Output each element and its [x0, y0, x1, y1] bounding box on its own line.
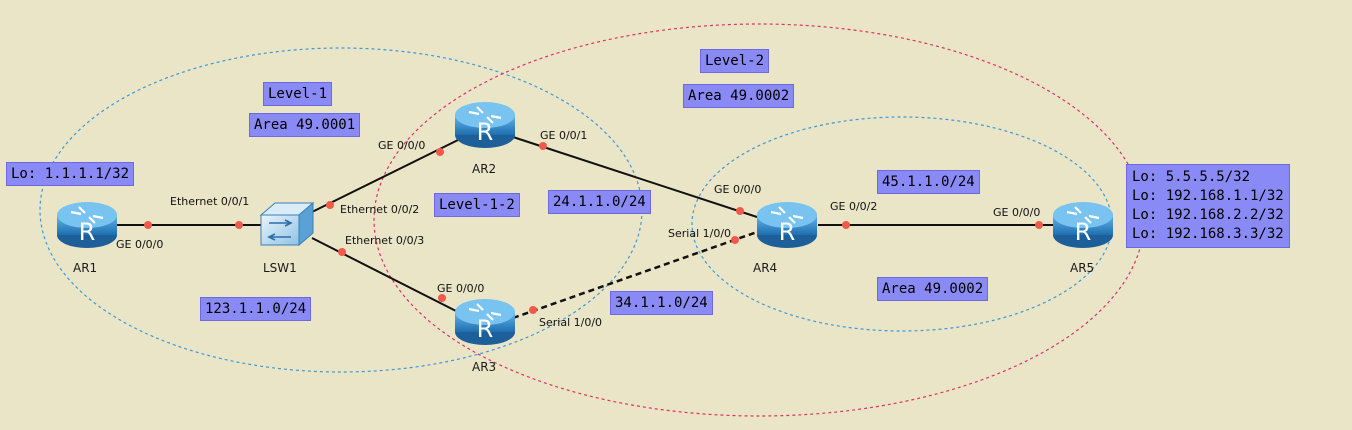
- port-dots: [144, 142, 1043, 314]
- port-dot: [736, 207, 744, 215]
- ar2-router-icon[interactable]: [453, 100, 517, 150]
- net-24-label: 24.1.1.0/24: [548, 190, 651, 214]
- area1-label: Area 49.0001: [249, 113, 361, 137]
- lsw1-eth003-label: Ethernet 0/0/3: [345, 234, 424, 247]
- net-34-label: 34.1.1.0/24: [610, 291, 713, 315]
- area2-top-label: Area 49.0002: [683, 84, 795, 108]
- ar5-ge000-label: GE 0/0/0: [993, 206, 1040, 219]
- port-dot: [235, 221, 243, 229]
- port-dot: [438, 294, 446, 302]
- ar1-loopback-label: Lo: 1.1.1.1/32: [6, 162, 135, 186]
- port-dot: [338, 248, 346, 256]
- port-dot: [842, 221, 850, 229]
- level12-label: Level-1-2: [434, 193, 520, 217]
- ar5-loopback-item: Lo: 5.5.5.5/32: [1132, 169, 1251, 185]
- port-dot: [1035, 221, 1043, 229]
- lsw1-eth001-label: Ethernet 0/0/1: [170, 195, 249, 208]
- port-dot: [144, 221, 152, 229]
- ar5-loopback-item: Lo: 192.168.3.3/32: [1132, 226, 1284, 242]
- ar1-label: AR1: [73, 261, 97, 275]
- ar4-ge000-label: GE 0/0/0: [714, 183, 761, 196]
- link-ar2-ar4: [512, 136, 758, 218]
- net-123-label: 123.1.1.0/24: [200, 297, 312, 321]
- port-dot: [436, 148, 444, 156]
- level2-label: Level-2: [700, 49, 770, 73]
- ar1-ge000-label: GE 0/0/0: [116, 238, 163, 251]
- ar4-router-icon[interactable]: [755, 200, 819, 250]
- port-dot: [539, 142, 547, 150]
- lsw1-eth002-label: Ethernet 0/0/2: [340, 203, 419, 216]
- link-ar3-ar4-serial: [512, 230, 758, 320]
- level1-label: Level-1: [263, 82, 333, 106]
- ar5-router-icon[interactable]: [1051, 200, 1115, 250]
- ar4-ge002-label: GE 0/0/2: [830, 200, 877, 213]
- ar2-label: AR2: [472, 162, 496, 176]
- ar3-serial100-label: Serial 1/0/0: [539, 316, 602, 329]
- link-lsw1-ar3: [311, 237, 459, 313]
- ar5-label: AR5: [1070, 261, 1094, 275]
- lsw1-label: LSW1: [263, 261, 297, 275]
- port-dot: [731, 236, 739, 244]
- ar3-ge000-label: GE 0/0/0: [437, 282, 484, 295]
- ar3-label: AR3: [472, 360, 496, 374]
- ar4-label: AR4: [753, 261, 777, 275]
- lsw1-switch-icon[interactable]: [259, 201, 315, 247]
- ar3-router-icon[interactable]: [453, 297, 517, 347]
- net-45-label: 45.1.1.0/24: [877, 170, 980, 194]
- ar1-router-icon[interactable]: [55, 200, 119, 250]
- ar5-loopback-item: Lo: 192.168.1.1/32: [1132, 188, 1284, 204]
- ar5-loopback-item: Lo: 192.168.2.2/32: [1132, 207, 1284, 223]
- link-lsw1-ar2: [311, 139, 459, 213]
- ar4-serial100-label: Serial 1/0/0: [668, 227, 731, 240]
- ar5-loopback-list: Lo: 5.5.5.5/32 Lo: 192.168.1.1/32 Lo: 19…: [1126, 164, 1290, 248]
- ar2-ge000-label: GE 0/0/0: [378, 139, 425, 152]
- port-dot: [529, 306, 537, 314]
- port-dot: [326, 201, 334, 209]
- area2-bottom-label: Area 49.0002: [877, 277, 989, 301]
- ar2-ge001-label: GE 0/0/1: [540, 129, 587, 142]
